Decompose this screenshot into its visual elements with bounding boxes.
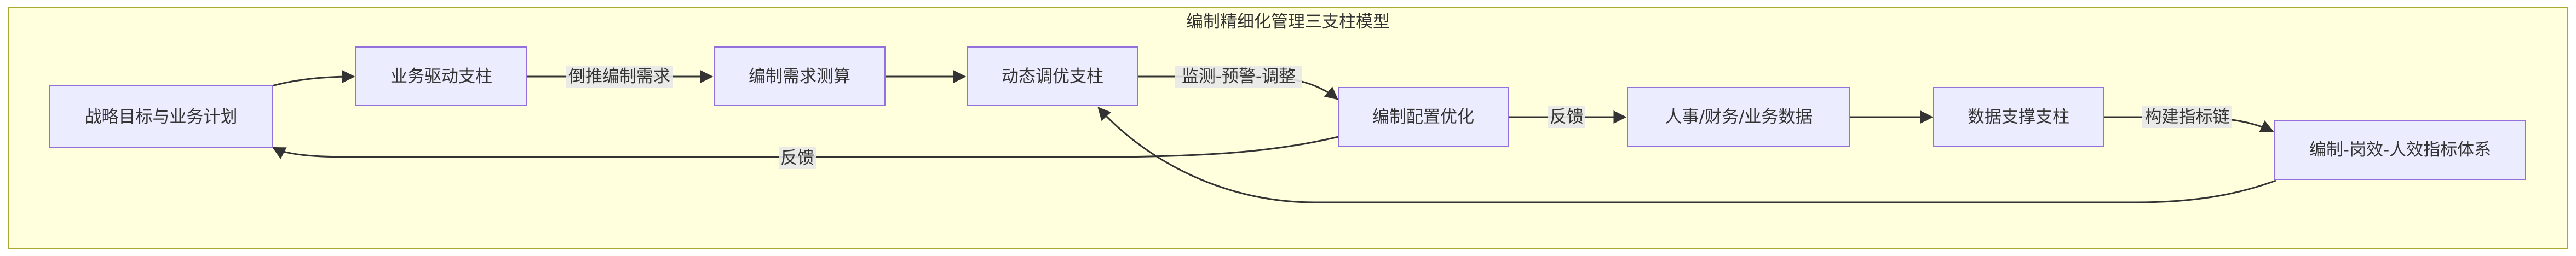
node-box: [1627, 87, 1850, 147]
node-calc[interactable]: 编制需求测算: [714, 46, 886, 106]
node-label: 人事/财务/业务数据: [1665, 107, 1813, 127]
node-dynamic[interactable]: 动态调优支柱: [967, 46, 1138, 106]
node-label: 编制需求测算: [749, 67, 850, 86]
edge-label-drive-to-calc: 倒推编制需求: [568, 67, 670, 86]
node-box: [1338, 87, 1509, 147]
edges-group: [272, 70, 2276, 203]
edge-config-to-strategy: [272, 136, 1339, 159]
node-support[interactable]: 数据支撑支柱: [1933, 87, 2104, 147]
node-hrdata[interactable]: 人事/财务/业务数据: [1627, 87, 1850, 147]
node-box: [49, 85, 273, 148]
edge-label-config-to-strategy: 反馈: [780, 148, 814, 168]
edge-label-bg: [1548, 106, 1585, 128]
node-drive[interactable]: 业务驱动支柱: [355, 46, 527, 106]
node-label: 编制配置优化: [1372, 107, 1474, 127]
node-label: 战略目标与业务计划: [85, 107, 238, 127]
node-label: 数据支撑支柱: [1968, 107, 2069, 127]
edge-label-bg: [566, 66, 673, 88]
node-box: [2274, 120, 2526, 180]
edge-label-bg: [2142, 106, 2232, 128]
edge-label-config-to-hrdata: 反馈: [1550, 107, 1584, 127]
node-box: [967, 46, 1138, 106]
node-strategy[interactable]: 战略目标与业务计划: [49, 85, 273, 148]
edge-strategy-to-drive: [272, 70, 355, 87]
node-label: 业务驱动支柱: [390, 67, 492, 86]
node-label: 动态调优支柱: [1002, 67, 1103, 86]
cluster-title: 编制精细化管理三支柱模型: [1186, 12, 1390, 32]
node-box: [355, 46, 527, 106]
node-box: [1933, 87, 2104, 147]
node-config[interactable]: 编制配置优化: [1338, 87, 1509, 147]
edge-label-dynamic-to-config: 监测-预警-调整: [1182, 67, 1296, 86]
edge-labels-group: 倒推编制需求 监测-预警-调整 反馈 反馈 构建指标链: [566, 66, 2232, 169]
edge-label-bg: [1175, 66, 1302, 88]
edge-label-bg: [779, 147, 816, 169]
edge-index-to-dynamic: [1097, 107, 2276, 203]
node-label: 编制-岗效-人效指标体系: [2309, 140, 2491, 160]
node-box: [714, 46, 886, 106]
edge-label-support-to-index: 构建指标链: [2145, 107, 2230, 127]
node-index[interactable]: 编制-岗效-人效指标体系: [2274, 120, 2526, 180]
nodes-group: 战略目标与业务计划 业务驱动支柱 编制需求测算 动态调优支柱 编制配置优化 人事…: [49, 46, 2526, 180]
